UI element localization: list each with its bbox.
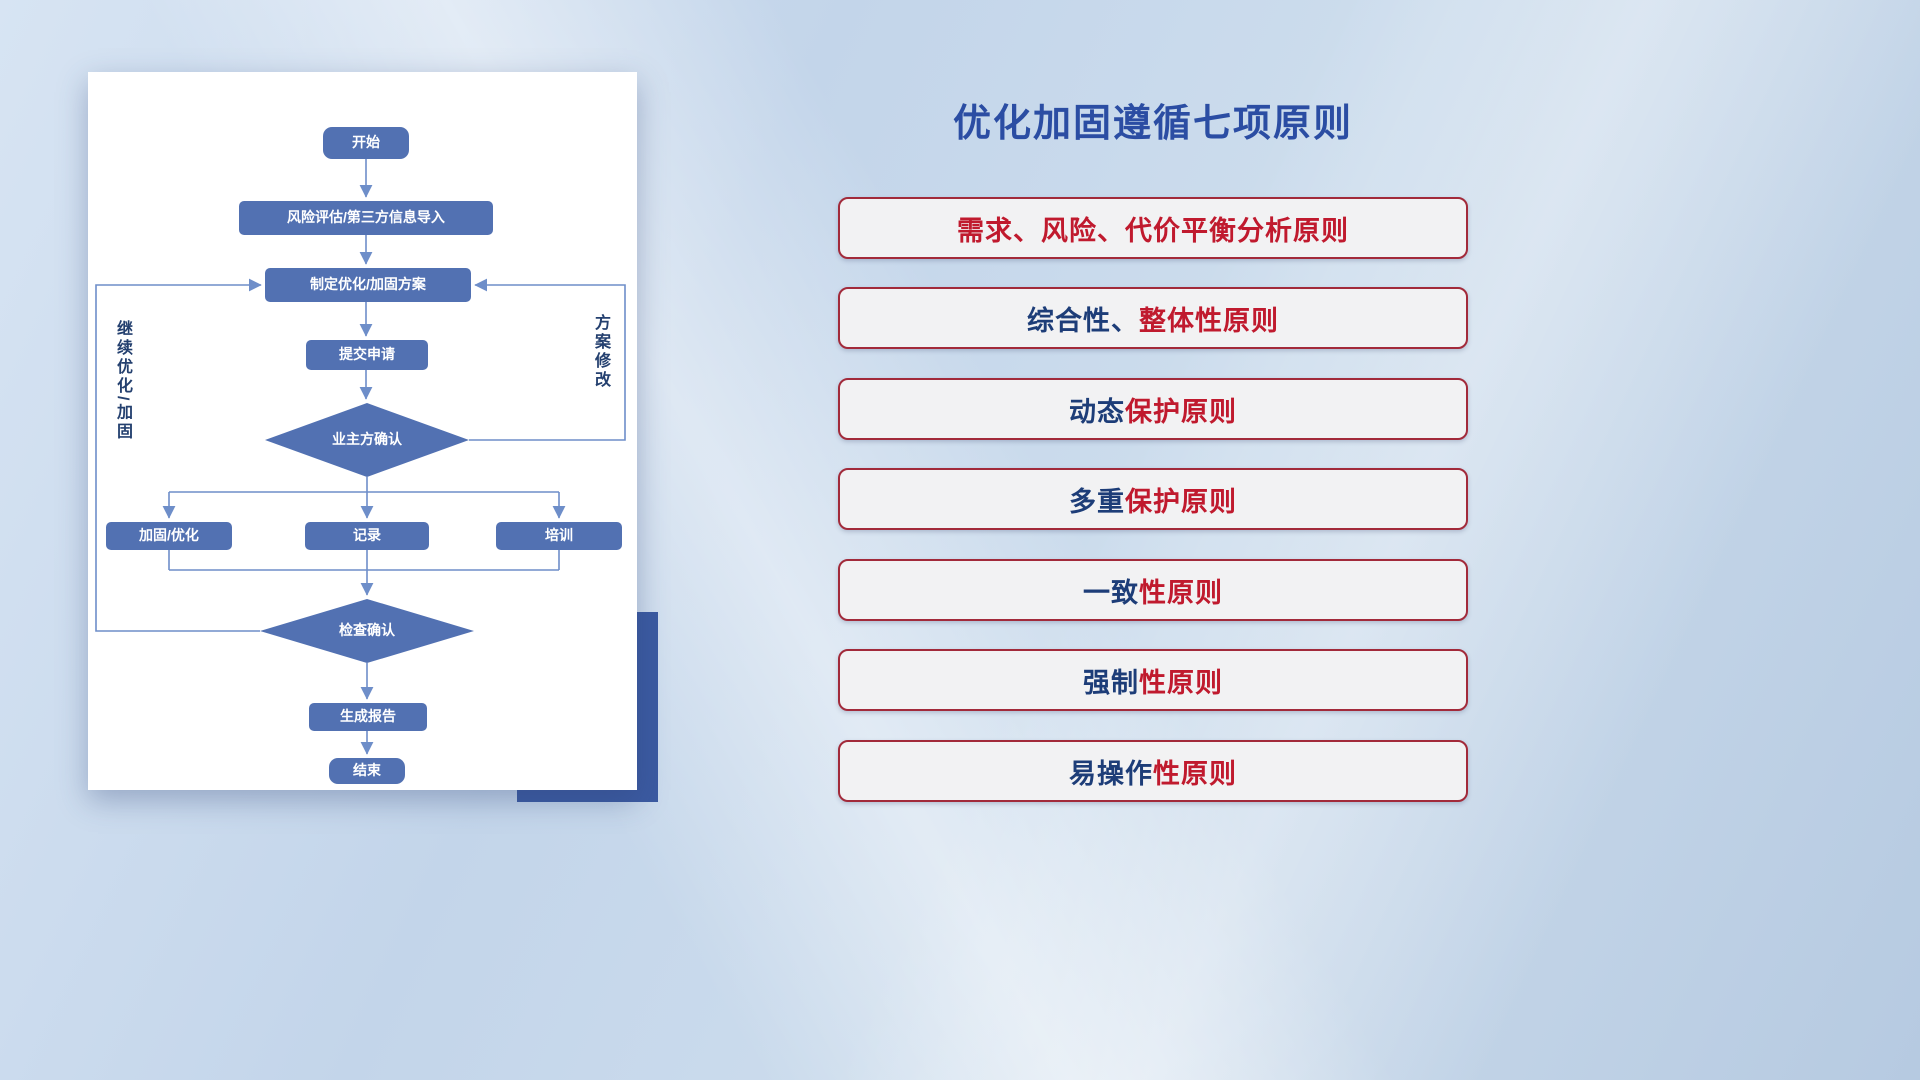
node-label: 加固/优化 <box>139 527 199 544</box>
principle-3-text-red: 保护原则 <box>1125 396 1237 427</box>
flowchart-node-risk-import: 风险评估/第三方信息导入 <box>239 201 493 235</box>
flowchart-node-report: 生成报告 <box>309 703 427 731</box>
node-label: 提交申请 <box>339 346 395 363</box>
flowchart-node-owner-confirm: 业主方确认 <box>265 403 469 477</box>
flowchart-node-reinforce: 加固/优化 <box>106 522 232 550</box>
principle-2-text-red: 整体性原则 <box>1139 305 1279 336</box>
principle-6-text-red: 性原则 <box>1139 667 1223 698</box>
principle-4-text-blue: 多重 <box>1069 486 1125 517</box>
node-label: 生成报告 <box>340 708 396 725</box>
flowchart-node-record: 记录 <box>305 522 429 550</box>
principle-6-text-blue: 强制 <box>1083 667 1139 698</box>
principle-3-text-blue: 动态 <box>1069 396 1125 427</box>
loop-label-continue-optimize: 继续优化/加固 <box>114 320 131 442</box>
node-label: 风险评估/第三方信息导入 <box>287 209 445 226</box>
flowchart-node-training: 培训 <box>496 522 622 550</box>
loop-label-plan-modify: 方案修改 <box>592 314 609 390</box>
flowchart-card: 开始 风险评估/第三方信息导入 制定优化/加固方案 提交申请 业主方确认 加固/… <box>88 72 637 790</box>
principle-2-text-blue: 综合性、 <box>1027 305 1139 336</box>
principle-button-3[interactable]: 动态保护原则 <box>838 378 1468 440</box>
flowchart-node-start: 开始 <box>323 127 409 159</box>
principle-button-1[interactable]: 需求、风险、代价平衡分析原则 <box>838 197 1468 259</box>
principle-7-text-blue: 易操作 <box>1069 758 1153 789</box>
principle-5-text-red: 性原则 <box>1139 577 1223 608</box>
flowchart-node-make-plan: 制定优化/加固方案 <box>265 268 471 302</box>
flowchart-node-check-confirm: 检查确认 <box>260 599 474 663</box>
flowchart-node-end: 结束 <box>329 758 405 784</box>
principle-button-2[interactable]: 综合性、整体性原则 <box>838 287 1468 349</box>
node-label: 记录 <box>353 527 381 544</box>
principle-button-5[interactable]: 一致性原则 <box>838 559 1468 621</box>
node-label: 业主方确认 <box>332 431 402 448</box>
principle-7-text-red: 性原则 <box>1153 758 1237 789</box>
principle-4-text-red: 保护原则 <box>1125 486 1237 517</box>
principle-1-text-red: 需求、风险、代价平衡分析原则 <box>957 215 1349 246</box>
node-label: 开始 <box>352 134 380 151</box>
principle-5-text-blue: 一致 <box>1083 577 1139 608</box>
principle-button-4[interactable]: 多重保护原则 <box>838 468 1468 530</box>
node-label: 制定优化/加固方案 <box>310 276 426 293</box>
page-title: 优化加固遵循七项原则 <box>952 103 1353 145</box>
node-label: 培训 <box>545 527 573 544</box>
node-label: 检查确认 <box>339 622 395 639</box>
node-label: 结束 <box>353 762 381 779</box>
principle-button-6[interactable]: 强制性原则 <box>838 649 1468 711</box>
principle-button-7[interactable]: 易操作性原则 <box>838 740 1468 802</box>
flowchart-node-submit: 提交申请 <box>306 340 428 370</box>
